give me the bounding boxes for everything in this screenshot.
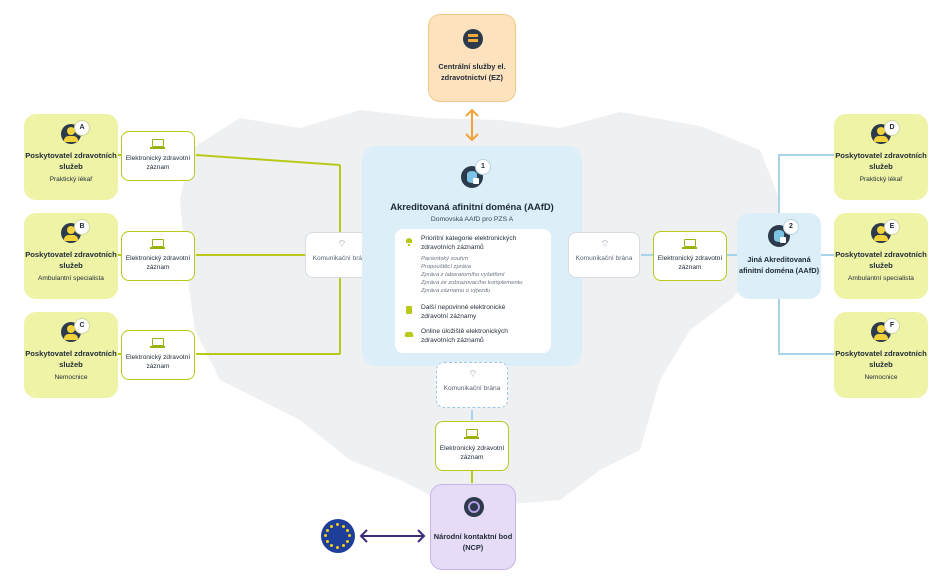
provider-badge: C <box>74 318 90 334</box>
laptop-icon <box>150 239 165 249</box>
antenna-icon: ⌔ <box>337 239 347 250</box>
provider-subtitle: Nemocnice <box>54 374 88 381</box>
document-icon <box>406 306 412 314</box>
provider-subtitle: Ambulantní specialista <box>848 275 914 282</box>
ehr-box-b: Elektronický zdravotní záznam <box>121 231 195 281</box>
priority-item: Zpráva z laboratorního vyšetření <box>421 272 505 278</box>
optional-records: Další nepovinné elektronické zdravotní z… <box>421 304 506 320</box>
ncp-box: Národní kontaktní bod (NCP) <box>430 484 516 570</box>
aafd-main: 1 Akreditovaná afinitní doména (AAfD) Do… <box>362 146 582 366</box>
gateway-label: Komunikační brána <box>443 385 501 392</box>
ehr-box-c: Elektronický zdravotní záznam <box>121 330 195 380</box>
ehr-label: Elektronický zdravotní záznam <box>125 354 191 370</box>
other-aafd-badge: 2 <box>783 219 799 235</box>
ehr-label: Elektronický zdravotní záznam <box>125 255 191 271</box>
gateway-label: Komunikační brána <box>575 255 633 262</box>
gateway-bottom: ⌔ Komunikační brána <box>436 362 508 408</box>
gateway-right: ⌔ Komunikační brána <box>568 232 640 278</box>
ehr-label: Elektronický zdravotní záznam <box>125 155 191 171</box>
provider-title: Poskytovatel zdravotních služeb <box>835 151 927 171</box>
globe-icon <box>464 497 484 517</box>
aafd-subtitle: Domovská AAfD pro PZS A <box>430 216 514 223</box>
provider-title: Poskytovatel zdravotních služeb <box>25 151 117 171</box>
antenna-icon: ⌔ <box>468 369 478 380</box>
provider-d: D Poskytovatel zdravotních služeb Prakti… <box>834 114 928 200</box>
aafd-records-panel: Prioritní kategorie elektronických zdrav… <box>395 229 551 353</box>
ehr-box-bottom: Elektronický zdravotní záznam <box>435 421 509 471</box>
provider-title: Poskytovatel zdravotních služeb <box>25 250 117 270</box>
gateway-label: Komunikační brána <box>312 255 370 262</box>
ehr-box-a: Elektronický zdravotní záznam <box>121 131 195 181</box>
provider-badge: F <box>884 318 900 334</box>
laptop-icon <box>464 429 479 439</box>
priority-item: Zpráva záznamu o výjezdu <box>421 288 491 294</box>
priority-item: Zpráva ze zobrazovacího komplementu <box>421 280 523 286</box>
bell-icon <box>406 238 412 246</box>
central-services-label: Centrální služby el. zdravotnictví (EZ) <box>438 62 506 82</box>
ehr-box-right: Elektronický zdravotní záznam <box>653 231 727 281</box>
provider-badge: D <box>884 120 900 136</box>
provider-subtitle: Nemocnice <box>864 374 898 381</box>
ncp-arrow <box>359 529 426 543</box>
cloud-upload-icon <box>404 331 414 337</box>
priority-item: Propouštěcí zpráva <box>421 264 471 270</box>
provider-badge: A <box>74 120 90 136</box>
provider-a: A Poskytovatel zdravotních služeb Prakti… <box>24 114 118 200</box>
laptop-icon <box>150 139 165 149</box>
aafd-badge: 1 <box>475 159 491 175</box>
laptop-icon <box>682 239 697 249</box>
ehr-label: Elektronický zdravotní záznam <box>657 255 723 271</box>
other-aafd: 2 Jiná Akreditovaná afinitní doména (AAf… <box>737 213 821 299</box>
priority-heading: Prioritní kategorie elektronických zdrav… <box>421 235 517 251</box>
provider-e: E Poskytovatel zdravotních služeb Ambula… <box>834 213 928 299</box>
provider-c: C Poskytovatel zdravotních služeb Nemocn… <box>24 312 118 398</box>
provider-subtitle: Praktický lékař <box>49 176 93 183</box>
provider-title: Poskytovatel zdravotních služeb <box>25 349 117 369</box>
priority-item: Pacientský souhrn <box>421 256 469 262</box>
provider-title: Poskytovatel zdravotních služeb <box>835 349 927 369</box>
provider-subtitle: Ambulantní specialista <box>38 275 104 282</box>
provider-f: F Poskytovatel zdravotních služeb Nemocn… <box>834 312 928 398</box>
provider-badge: E <box>884 219 900 235</box>
provider-badge: B <box>74 219 90 235</box>
central-services-box: Centrální služby el. zdravotnictví (EZ) <box>428 14 516 102</box>
laptop-icon <box>150 338 165 348</box>
ncp-label: Národní kontaktní bod (NCP) <box>433 532 513 552</box>
other-aafd-label: Jiná Akreditovaná afinitní doména (AAfD) <box>738 255 820 275</box>
antenna-icon: ⌔ <box>600 239 610 250</box>
central-arrow <box>465 108 479 142</box>
provider-subtitle: Praktický lékař <box>859 176 903 183</box>
online-storage: Online úložiště elektronických zdravotní… <box>421 328 508 344</box>
aafd-title: Akreditovaná afinitní doména (AAfD) <box>390 201 554 212</box>
provider-b: B Poskytovatel zdravotních služeb Ambula… <box>24 213 118 299</box>
eu-flag-icon <box>321 519 355 553</box>
provider-title: Poskytovatel zdravotních služeb <box>835 250 927 270</box>
server-icon <box>463 29 483 49</box>
ehr-label: Elektronický zdravotní záznam <box>439 445 505 461</box>
